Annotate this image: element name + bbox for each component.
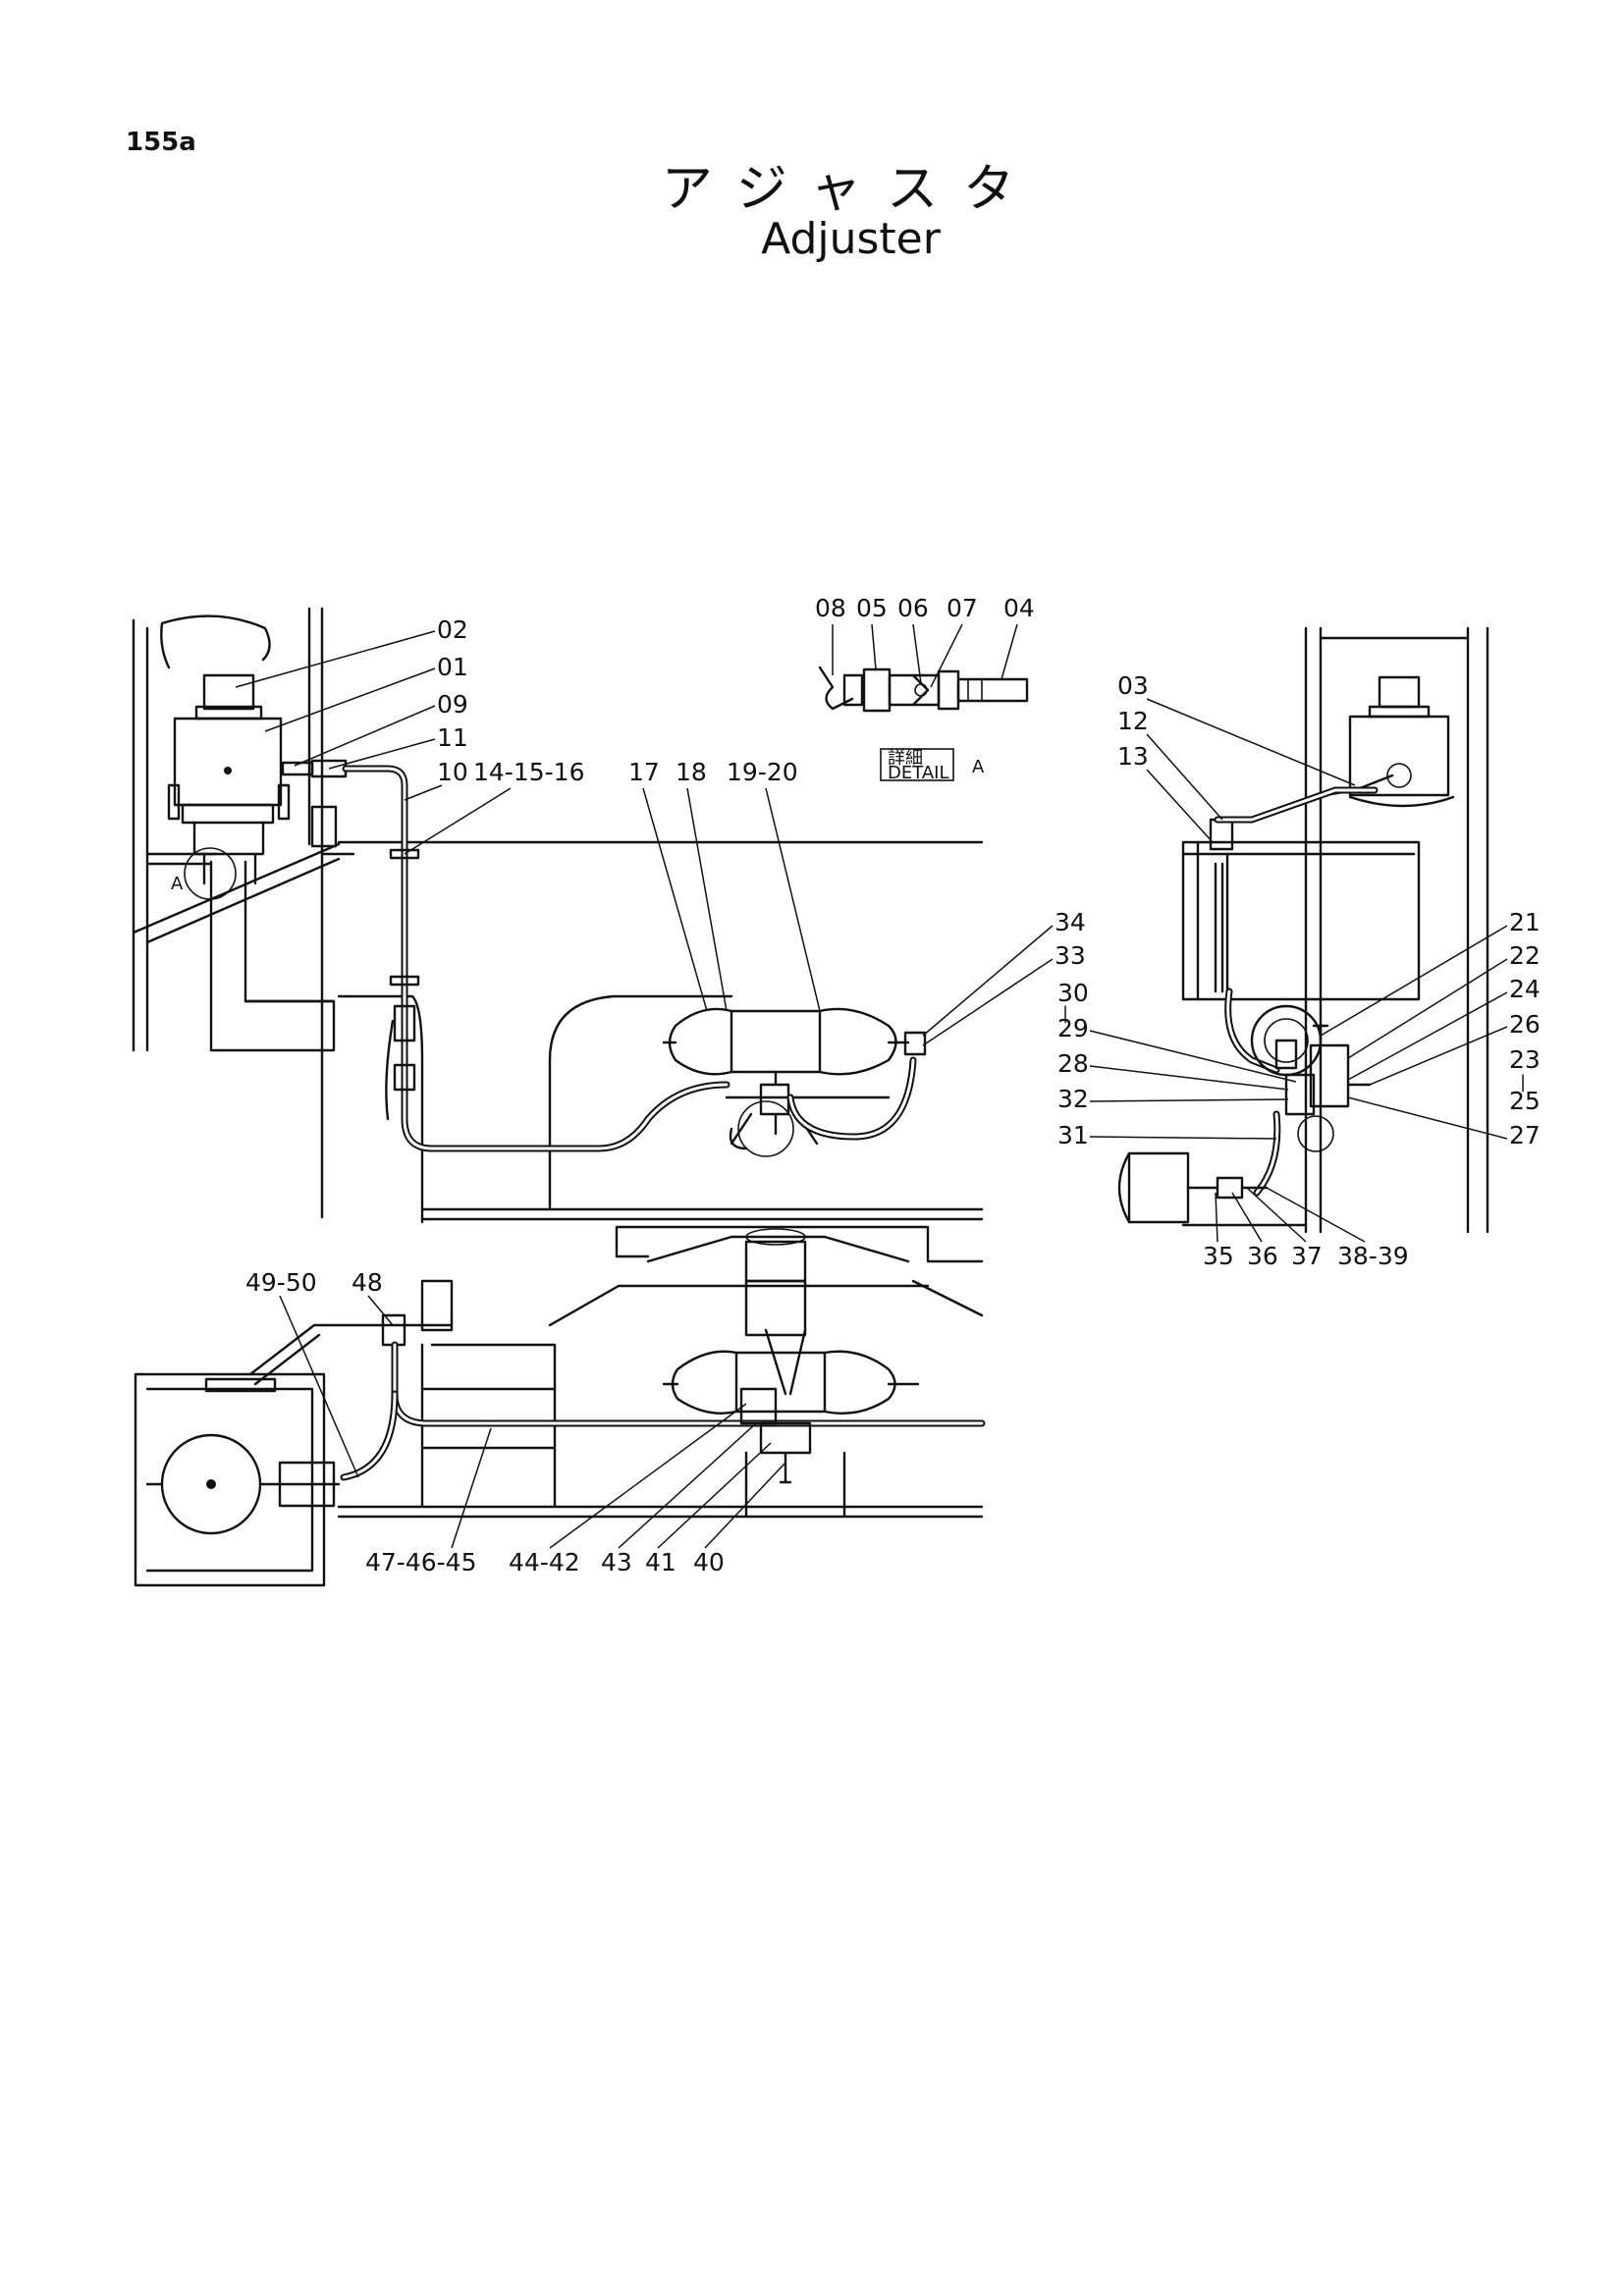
- title-japanese: アジャスタ: [661, 160, 1041, 219]
- callout-19-20: 19-20: [727, 758, 798, 786]
- callout-02: 02: [437, 615, 468, 644]
- callout-49-50: 49-50: [245, 1268, 317, 1297]
- callout-09: 09: [437, 690, 468, 719]
- detail-label-jp: 詳細: [888, 748, 923, 769]
- callout-47-46-45: 47-46-45: [365, 1548, 476, 1576]
- callout-34: 34: [1055, 908, 1086, 936]
- callout-14-15-16: 14-15-16: [473, 758, 584, 786]
- callout-18: 18: [676, 758, 707, 786]
- svg-text:|: |: [1520, 1072, 1526, 1093]
- callout-29: 29: [1057, 1014, 1089, 1042]
- center-accumulator: [662, 1007, 927, 1157]
- right-view-structure: [1117, 626, 1489, 1234]
- bottom-view-structure: [134, 1279, 986, 1587]
- callout-30: 30: [1057, 979, 1089, 1007]
- callout-33: 33: [1055, 941, 1086, 970]
- page-number: 155a: [126, 128, 196, 157]
- callout-10: 10: [437, 758, 468, 786]
- adjuster-body: [173, 717, 283, 807]
- detail-label-letter: A: [972, 757, 985, 777]
- detail-a-view: 詳細 DETAIL A: [818, 666, 1029, 783]
- callout-37: 37: [1291, 1242, 1323, 1270]
- callout-22: 22: [1509, 941, 1541, 970]
- callout-24: 24: [1509, 975, 1541, 1003]
- callout-35: 35: [1203, 1242, 1234, 1270]
- callout-43: 43: [601, 1548, 632, 1576]
- callout-27: 27: [1509, 1121, 1541, 1149]
- callout-38-39: 38-39: [1337, 1242, 1409, 1270]
- detail-a-label-box: [880, 748, 954, 781]
- callout-11: 11: [437, 723, 468, 752]
- callout-08: 08: [815, 594, 846, 622]
- callout-48: 48: [352, 1268, 383, 1297]
- view-marker: A: [171, 874, 184, 894]
- callout-17: 17: [628, 758, 660, 786]
- callout-13: 13: [1117, 742, 1149, 771]
- callout-44-42: 44-42: [509, 1548, 580, 1576]
- left-pipe-route: [281, 759, 730, 1152]
- callout-26: 26: [1509, 1010, 1541, 1039]
- callout-03: 03: [1117, 671, 1149, 700]
- callout-40: 40: [693, 1548, 725, 1576]
- callout-41: 41: [645, 1548, 676, 1576]
- callout-31: 31: [1057, 1121, 1089, 1149]
- callout-12: 12: [1117, 707, 1149, 735]
- callout-labels: 08 05 06 07 04 02 01 09 11 10 14-15-16 1…: [245, 594, 1541, 1576]
- svg-text:|: |: [1062, 1003, 1068, 1024]
- callout-07: 07: [947, 594, 978, 622]
- callout-28: 28: [1057, 1049, 1089, 1078]
- callout-36: 36: [1247, 1242, 1278, 1270]
- callout-25: 25: [1509, 1087, 1541, 1115]
- callout-32: 32: [1057, 1085, 1089, 1113]
- leader-lines: [235, 623, 1508, 1549]
- detail-label-en: DETAIL: [888, 763, 948, 783]
- title-english: Adjuster: [761, 214, 941, 264]
- center-lower-structure: [615, 1225, 984, 1283]
- callout-23: 23: [1509, 1045, 1541, 1074]
- callout-04: 04: [1003, 594, 1035, 622]
- callout-21: 21: [1509, 908, 1541, 936]
- callout-05: 05: [856, 594, 888, 622]
- callout-06: 06: [897, 594, 929, 622]
- left-view-structure: [132, 607, 984, 1224]
- callout-01: 01: [437, 653, 468, 681]
